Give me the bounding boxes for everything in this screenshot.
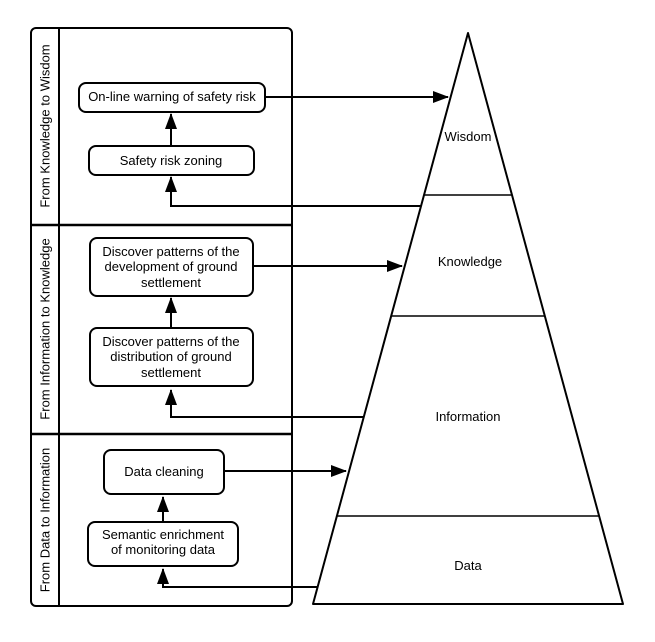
pyramid-level-label-wisdom: Wisdom [445,129,492,144]
process-box-semantic-enrichment [87,521,239,567]
process-box-discover-development-line3: settlement [141,275,201,290]
pyramid-level-label-data: Data [454,558,482,573]
process-box-semantic-enrichment-line2: of monitoring data [111,542,216,557]
process-box-discover-development-line1: Discover patterns of the [102,244,239,259]
process-box-discover-distribution-line1: Discover patterns of the [102,334,239,349]
arrow-knowledge-to-zoning [165,176,421,207]
arrow-information-to-distribution [165,389,363,418]
section-label-information-to-knowledge: From Information to Knowledge [38,238,53,419]
process-box-safety-risk-zoning [88,145,255,176]
process-box-data-cleaning-label: Data cleaning [124,464,204,479]
process-box-discover-distribution-line3: settlement [141,365,201,380]
section-label-knowledge-to-wisdom: From Knowledge to Wisdom [38,44,53,207]
process-box-discover-development [89,237,254,297]
pyramid-level-label-information: Information [435,409,500,424]
process-box-semantic-enrichment-line1: Semantic enrichment [102,527,224,542]
process-box-discover-distribution-line2: distribution of ground [110,349,231,364]
process-box-data-cleaning [103,449,225,495]
process-box-discover-development-line2: development of ground [105,259,238,274]
pyramid-level-label-knowledge: Knowledge [438,254,502,269]
arrow-data-to-enrichment [157,568,317,588]
process-box-discover-distribution [89,327,254,387]
process-box-online-warning-label: On-line warning of safety risk [88,89,256,104]
process-box-online-warning [78,82,266,113]
section-label-data-to-information: From Data to Information [38,448,53,593]
left-panel-frame [30,27,293,607]
pyramid [312,32,624,605]
process-box-safety-risk-zoning-label: Safety risk zoning [120,153,223,168]
